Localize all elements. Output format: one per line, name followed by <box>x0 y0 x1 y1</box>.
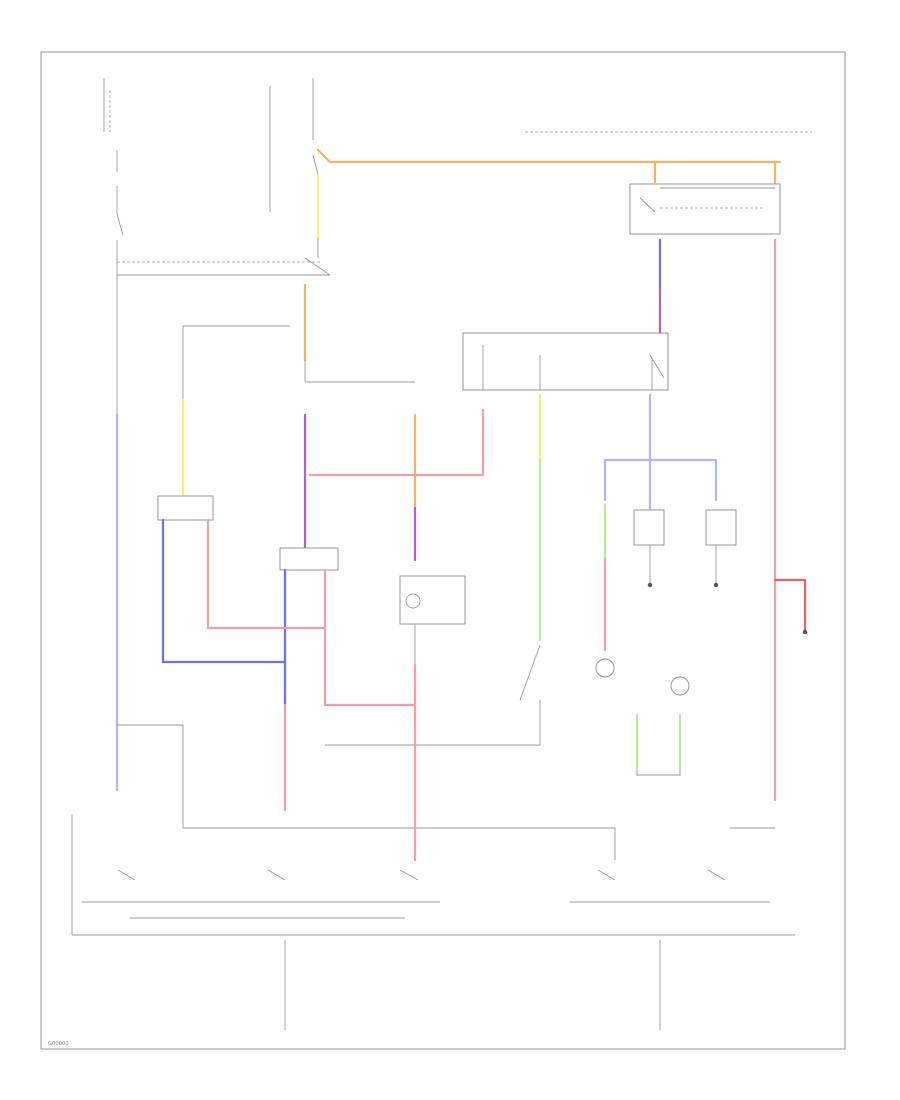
lamp-right <box>670 676 690 696</box>
relay-right-b <box>705 509 737 546</box>
center-meter <box>399 575 466 625</box>
top-center-fuse <box>312 78 320 240</box>
pink-wire-left <box>206 518 327 630</box>
right-headlight <box>279 547 339 571</box>
central-relay <box>462 332 669 391</box>
footer-label: G00000 <box>48 1041 69 1047</box>
relay-right-a <box>633 509 665 546</box>
blue-wire-loop <box>161 518 287 707</box>
orange-wire-top <box>316 148 782 164</box>
ground-bus-lower <box>117 724 616 860</box>
top-right-relay <box>629 183 781 235</box>
red-wire-right-branch <box>773 578 807 632</box>
bottom-switches <box>71 815 795 936</box>
pink-wire-mid <box>323 568 417 707</box>
left-headlight <box>157 495 214 521</box>
light-blue-branch <box>603 458 718 502</box>
pink-wire-cross <box>308 408 485 477</box>
lamp-left <box>595 658 615 678</box>
